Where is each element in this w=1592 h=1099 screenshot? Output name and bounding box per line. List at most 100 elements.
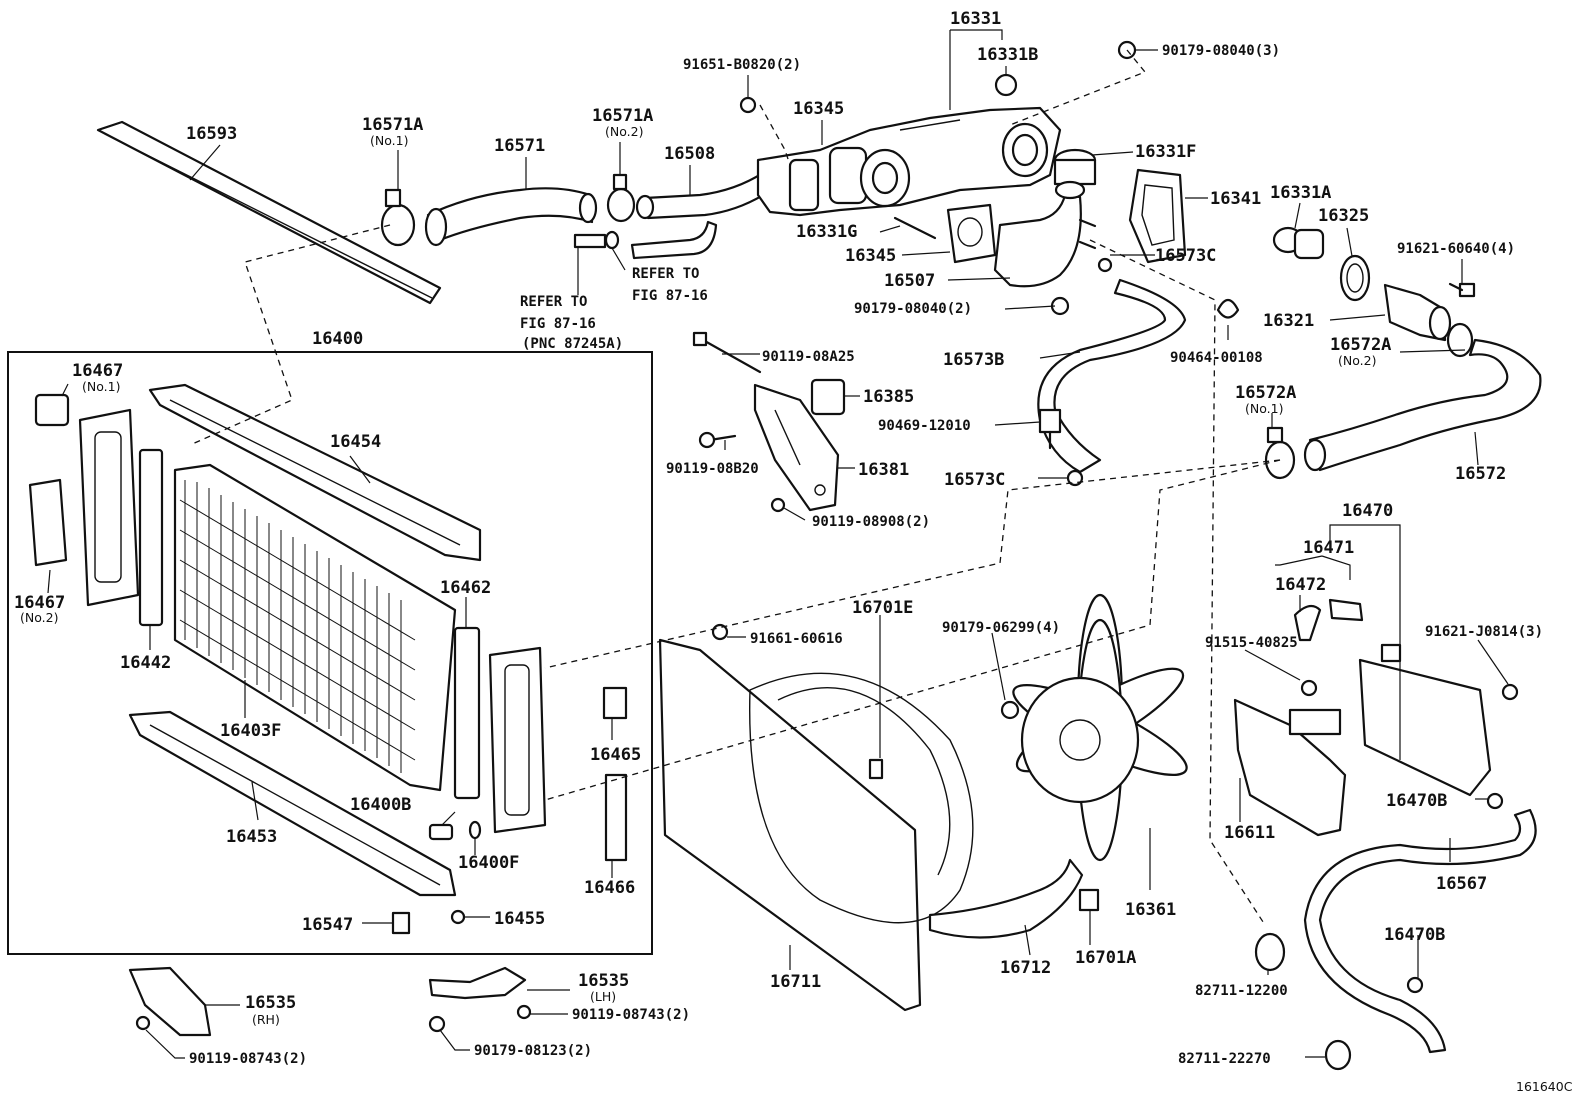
part-16325-gasket[interactable]	[1339, 254, 1371, 302]
bolt-91515-40825[interactable]	[1300, 679, 1318, 697]
part-16712-shroud-cover[interactable]	[928, 858, 1084, 939]
label-90179-06299-4: 90179-06299(4)	[942, 620, 1060, 636]
bolt-90119-08B20[interactable]	[698, 431, 737, 449]
label-16331A: 16331A	[1270, 183, 1331, 203]
label-16571: 16571	[494, 136, 545, 156]
clamp-16470B-lower[interactable]	[1406, 976, 1424, 994]
bolt-90119-08A25[interactable]	[692, 331, 762, 374]
nut-90179-06299[interactable]	[1000, 700, 1020, 720]
part-16381-bracket[interactable]	[753, 383, 840, 512]
label-16470: 16470	[1342, 501, 1393, 521]
part-16572A-clamp-no1[interactable]	[1264, 426, 1296, 480]
dashed-alignment-lines	[189, 49, 1281, 926]
bolt-90119-08743-lh[interactable]	[516, 1004, 532, 1020]
label-90179-08040-2: 90179-08040(2)	[854, 301, 972, 317]
bolt-91621-60640[interactable]	[1448, 282, 1476, 298]
part-16571A-clamp-no2[interactable]	[606, 173, 636, 223]
part-16611-bracket[interactable]	[1233, 698, 1347, 837]
part-16331A-thermostat[interactable]	[1272, 226, 1325, 260]
part-16571-upper-hose[interactable]	[424, 187, 598, 247]
clamp-82711-12200[interactable]	[1254, 932, 1286, 972]
label-16361: 16361	[1125, 900, 1176, 920]
part-16462-tank-gasket[interactable]	[453, 626, 481, 800]
part-16467-cushion-no2[interactable]	[28, 478, 68, 567]
label-16465: 16465	[590, 745, 641, 765]
part-16535-bracket-lh[interactable]	[428, 966, 527, 1000]
part-16573B-hose[interactable]	[1037, 278, 1187, 474]
part-16331G-stud[interactable]	[893, 216, 937, 240]
clamp-16470B-upper[interactable]	[1486, 792, 1504, 810]
label-16400B: 16400B	[350, 795, 411, 815]
part-16593-seal[interactable]	[96, 120, 442, 305]
label-16572A-no2: 16572A	[1330, 335, 1391, 355]
part-16547-cushion[interactable]	[391, 911, 411, 935]
label-91651-B0820-2: 91651-B0820(2)	[683, 57, 801, 73]
part-16701E-clip[interactable]	[868, 758, 884, 780]
part-16701A-clip[interactable]	[1078, 888, 1100, 912]
part-16465-cushion[interactable]	[602, 686, 628, 720]
part-16400B-drain-cock[interactable]	[428, 823, 454, 841]
label-90119-08A25: 90119-08A25	[762, 349, 855, 365]
part-16345-gasket[interactable]	[946, 203, 997, 264]
part-16467-cushion-no1[interactable]	[34, 393, 70, 427]
clamp-82711-22270[interactable]	[1324, 1039, 1352, 1071]
label-90119-08743-rh: 90119-08743(2)	[189, 1051, 307, 1067]
label-16572A-no2-sub: (No.2)	[1338, 353, 1376, 368]
part-16472-hose[interactable]	[1293, 604, 1322, 642]
part-16535-bracket-rh[interactable]	[128, 966, 212, 1037]
part-16341-gasket[interactable]	[1128, 168, 1187, 264]
label-16571A-no2-sub: (No.2)	[605, 124, 643, 139]
bolt-90119-08908[interactable]	[770, 497, 786, 513]
label-16467-no2: 16467	[14, 593, 65, 613]
right-radiator-tank	[488, 646, 547, 834]
label-16331G: 16331G	[796, 222, 857, 242]
label-16400: 16400	[312, 329, 363, 349]
label-16567: 16567	[1436, 874, 1487, 894]
label-16403F: 16403F	[220, 721, 281, 741]
label-16341: 16341	[1210, 189, 1261, 209]
label-16535-rh: 16535	[245, 993, 296, 1013]
part-16711-fan-shroud[interactable]	[658, 638, 974, 1012]
part-16466-cushion[interactable]	[604, 773, 628, 862]
part-16508-water-outlet-pipe[interactable]	[630, 166, 780, 260]
bolt-16455[interactable]	[450, 909, 466, 925]
part-90469-12010-clip[interactable]	[1038, 408, 1062, 450]
part-16403F-core[interactable]	[173, 463, 457, 792]
part-16361-cooling-fan[interactable]	[1005, 593, 1196, 862]
label-16321: 16321	[1263, 311, 1314, 331]
part-16331-water-outlet-housing[interactable]	[756, 106, 1062, 217]
part-16572A-clamp-no2[interactable]	[1446, 322, 1474, 358]
label-16508: 16508	[664, 144, 715, 164]
part-16571A-clamp-no1[interactable]	[380, 188, 416, 247]
studs-16573-area	[1078, 218, 1113, 273]
part-16567-overflow-hose[interactable]	[1303, 808, 1537, 1054]
label-refer-fig-b-line1: REFER TO	[520, 294, 587, 310]
part-16470-reservoir-tank[interactable]	[1358, 643, 1492, 797]
part-90464-00108-clamp[interactable]	[1216, 298, 1240, 319]
label-16611: 16611	[1224, 823, 1275, 843]
part-16385-insulator[interactable]	[810, 378, 846, 416]
part-16454-upper-support[interactable]	[148, 383, 482, 562]
label-16400F: 16400F	[458, 853, 519, 873]
part-16400F-o-ring[interactable]	[468, 820, 482, 840]
part-16507-water-inlet-pipe[interactable]	[993, 180, 1086, 288]
label-16331B: 16331B	[977, 45, 1038, 65]
label-16572A-no1-sub: (No.1)	[1245, 401, 1283, 416]
label-16442: 16442	[120, 653, 171, 673]
part-16453-lower-support[interactable]	[128, 710, 457, 897]
part-16331F-union[interactable]	[1053, 148, 1097, 186]
radiator-assembly-group-box	[7, 351, 653, 955]
part-16331B-plug[interactable]	[994, 73, 1018, 97]
bolt-91621-J0814[interactable]	[1501, 683, 1519, 701]
part-16442-tank-gasket[interactable]	[138, 448, 164, 627]
nut-90179-08123[interactable]	[428, 1015, 446, 1033]
bolt-91651-B0820[interactable]	[739, 96, 757, 114]
label-16711: 16711	[770, 972, 821, 992]
part-16471-cap[interactable]	[1328, 598, 1364, 622]
part-16572-lower-hose[interactable]	[1303, 338, 1542, 472]
label-16467-no1: 16467	[72, 361, 123, 381]
part-16321-water-inlet[interactable]	[1383, 283, 1452, 342]
label-16572: 16572	[1455, 464, 1506, 484]
bolt-90119-08743-rh[interactable]	[135, 1015, 151, 1031]
